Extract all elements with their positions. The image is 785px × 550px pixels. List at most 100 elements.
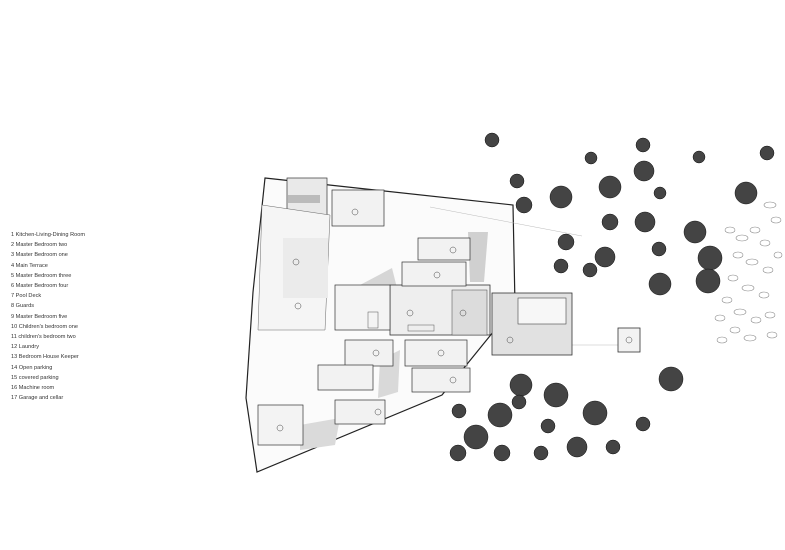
shadow-area — [468, 232, 488, 282]
tree — [658, 366, 684, 392]
tree — [651, 241, 667, 257]
tree — [566, 436, 588, 458]
guards-block — [331, 189, 385, 227]
garden-stone — [727, 274, 739, 282]
legend-item: 4 Main Terrace — [11, 262, 48, 269]
garden-stone — [758, 291, 770, 299]
tree — [557, 233, 575, 251]
tree — [540, 418, 556, 434]
shadow-area — [300, 418, 340, 450]
room-number-marker — [294, 302, 302, 310]
tree — [605, 439, 621, 455]
bedroom-block — [404, 339, 468, 367]
legend-item: 2 Master Bedroom two — [11, 242, 68, 249]
bedroom-block — [417, 237, 471, 261]
main-terrace — [451, 289, 488, 336]
garden-stone — [750, 316, 762, 324]
legend-item: 14 Open parking — [11, 364, 53, 371]
legend-item: 3 Master Bedroom one — [11, 252, 68, 259]
legend-item: 16 Machine room — [11, 385, 55, 392]
tree — [653, 186, 667, 200]
garden-stone — [729, 326, 741, 334]
legend-item: 1 Kitchen-Living-Dining Room — [11, 232, 85, 238]
tree — [515, 196, 533, 214]
tree — [543, 382, 569, 408]
tree — [692, 150, 706, 164]
room-number-marker — [437, 349, 445, 357]
room-number-marker — [506, 336, 514, 344]
tree — [487, 402, 513, 428]
tree — [484, 132, 500, 148]
legend-item: 9 Master Bedroom five — [11, 313, 68, 320]
dining-table — [407, 324, 435, 332]
tree — [533, 445, 549, 461]
kitchen-counter — [367, 311, 379, 329]
tree — [598, 175, 622, 199]
room-number-marker — [351, 208, 359, 216]
room-number-marker — [449, 246, 457, 254]
garden-stone — [770, 216, 782, 224]
garden-stone — [741, 284, 755, 292]
room-number-marker — [449, 376, 457, 384]
room-number-marker — [292, 258, 300, 266]
tree — [633, 160, 655, 182]
hatched-area — [288, 195, 320, 203]
garden-stone — [714, 314, 726, 322]
tree — [553, 258, 569, 274]
room-number-marker — [625, 336, 633, 344]
garden-stone — [759, 239, 771, 247]
tree — [695, 268, 721, 294]
tree — [634, 211, 656, 233]
room-legend: 1 Kitchen-Living-Dining Room 2 Master Be… — [11, 230, 85, 403]
tree — [451, 403, 467, 419]
tree — [509, 373, 533, 397]
stone-garden — [714, 201, 783, 344]
legend-item: 6 Master Bedroom four — [11, 283, 69, 290]
tree — [697, 245, 723, 271]
legend-item: 11 children's bedroom two — [11, 334, 76, 341]
bedroom-block — [344, 339, 394, 367]
garden-stone — [763, 201, 777, 209]
tree — [734, 181, 758, 205]
garden-stone — [762, 266, 774, 274]
tree — [635, 416, 651, 432]
bedroom-block — [411, 367, 471, 393]
tree — [493, 444, 511, 462]
garden-stone — [733, 308, 747, 316]
site-setback-line — [429, 206, 583, 237]
garden-stone — [716, 336, 728, 344]
garden-stone — [721, 296, 733, 304]
tree — [601, 213, 619, 231]
tree — [509, 173, 525, 189]
garden-stone — [743, 334, 757, 342]
terrace-shade — [283, 238, 328, 298]
room-number-marker — [406, 309, 414, 317]
room-number-marker — [372, 349, 380, 357]
room-number-marker — [459, 309, 467, 317]
bedroom-block — [401, 261, 467, 287]
garden-stone — [732, 251, 744, 259]
swimming-pool — [517, 297, 567, 325]
bedroom-block — [317, 364, 374, 391]
garden-stone — [745, 258, 759, 266]
legend-item: 10 Children's bedroom one — [11, 323, 78, 330]
legend-item: 15 covered parking — [11, 374, 59, 381]
garden-stone — [749, 226, 761, 234]
tree — [582, 262, 598, 278]
machine-room — [617, 327, 641, 353]
tree — [511, 394, 527, 410]
legend-item: 17 Garage and cellar — [11, 395, 64, 402]
tree — [549, 185, 573, 209]
legend-item: 12 Laundry — [11, 344, 39, 351]
legend-item: 13 Bedroom House Keeper — [11, 354, 79, 361]
garden-stone — [735, 234, 749, 242]
legend-item: 5 Master Bedroom three — [11, 272, 72, 279]
room-number-marker — [374, 408, 382, 416]
trees — [449, 132, 775, 462]
bedroom-block — [334, 399, 386, 425]
tree — [582, 400, 608, 426]
garden-stone — [773, 251, 783, 259]
tree — [463, 424, 489, 450]
garden-stone — [764, 311, 776, 319]
